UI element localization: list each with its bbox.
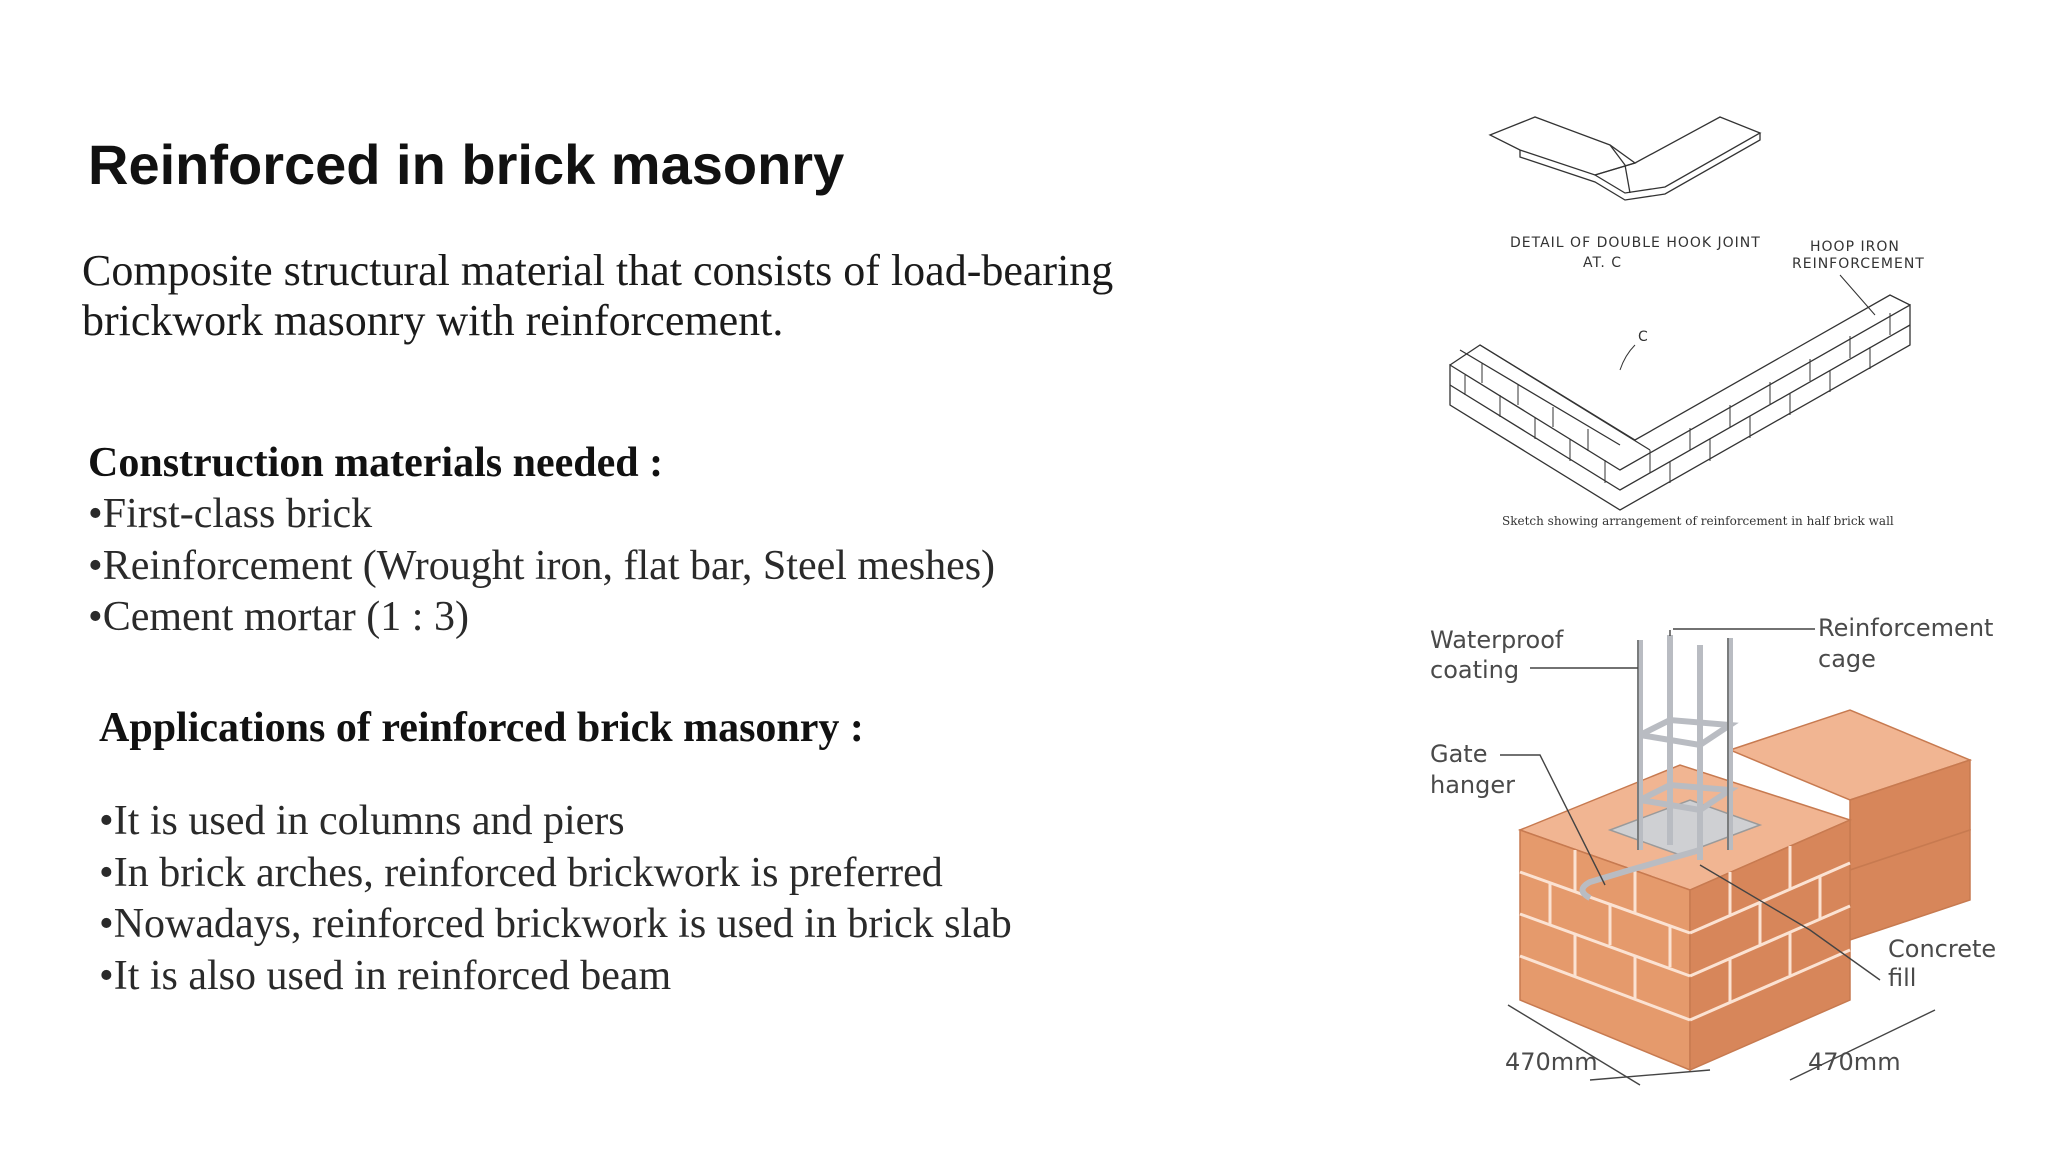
list-item: •Reinforcement (Wrought iron, flat bar, … — [88, 542, 996, 589]
detail-label-sub: AT. C — [1583, 255, 1622, 271]
cage-label: Reinforcement — [1818, 614, 1993, 642]
list-item: •Cement mortar (1 : 3) — [88, 594, 469, 640]
applications-list: •It is used in columns and piers •In bri… — [99, 796, 1059, 1002]
dimension-left-label: 470mm — [1505, 1048, 1598, 1076]
applications-section: Applications of reinforced brick masonry… — [99, 702, 1059, 1002]
brick-pier — [1517, 709, 1973, 1072]
cage-label-sub: cage — [1818, 645, 1876, 673]
hook-joint-plate-left — [1488, 116, 1637, 176]
hook-joint-plate-right — [1593, 116, 1762, 194]
brick-wall-drawing — [1449, 294, 1911, 511]
brick-pier-diagram: Waterproof coating Reinforcement cage Ga… — [1430, 614, 1996, 1086]
materials-section: Construction materials needed : •First-c… — [88, 437, 1088, 644]
slide-title: Reinforced in brick masonry — [88, 133, 845, 196]
applications-heading: Applications of reinforced brick masonry… — [99, 705, 864, 751]
gate-hanger-label: Gate — [1430, 740, 1487, 768]
dimension-right-label: 470mm — [1808, 1048, 1901, 1076]
hoop-label: HOOP IRON — [1810, 239, 1900, 255]
waterproof-label-sub: coating — [1430, 656, 1519, 684]
point-c-label: C — [1638, 329, 1649, 345]
list-item: •It is used in columns and piers — [99, 798, 625, 844]
detail-label: DETAIL OF DOUBLE HOOK JOINT — [1510, 235, 1761, 251]
concrete-fill-label: Concrete — [1888, 935, 1996, 963]
materials-list: •First-class brick •Reinforcement (Wroug… — [88, 489, 1088, 644]
list-item: •First-class brick — [88, 491, 373, 537]
list-item: •It is also used in reinforced beam — [99, 952, 672, 999]
list-item: •Nowadays, reinforced brickwork is used … — [99, 901, 1012, 947]
reinforcement-cage-outline — [1637, 638, 1729, 850]
concrete-fill-label-sub: fill — [1888, 964, 1916, 992]
half-brick-wall-sketch: DETAIL OF DOUBLE HOOK JOINT AT. C HOOP I… — [1449, 116, 1925, 528]
materials-heading: Construction materials needed : — [88, 440, 664, 486]
hoop-label-sub: REINFORCEMENT — [1792, 256, 1925, 272]
figure-caption: Sketch showing arrangement of reinforcem… — [1502, 514, 1894, 528]
gate-hanger-label-sub: hanger — [1430, 771, 1515, 799]
list-item: •In brick arches, reinforced brickwork i… — [99, 849, 943, 896]
waterproof-label: Waterproof — [1430, 626, 1564, 654]
intro-paragraph: Composite structural material that consi… — [82, 246, 1114, 345]
reinforcement-cage — [1579, 635, 1739, 901]
